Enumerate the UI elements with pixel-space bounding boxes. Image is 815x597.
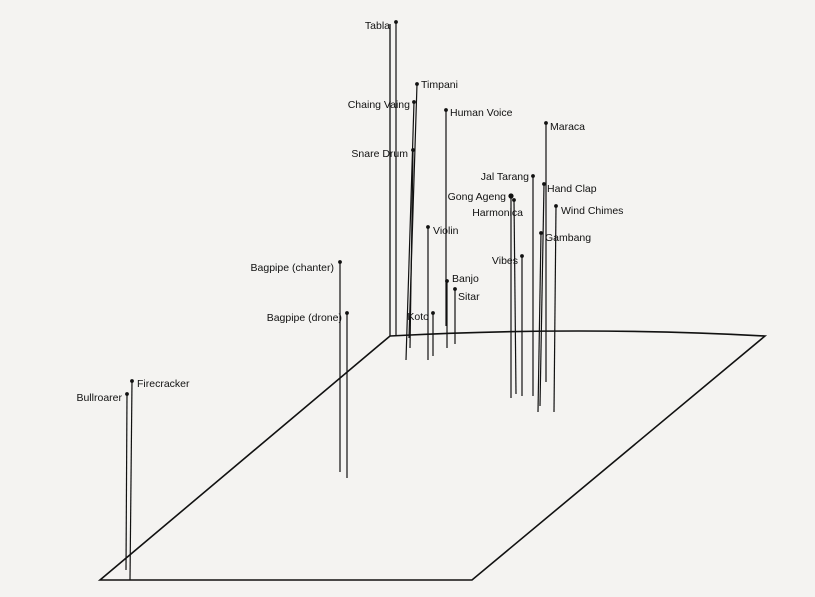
label-violin: Violin bbox=[433, 225, 459, 237]
point-sitar bbox=[453, 287, 457, 291]
point-banjo bbox=[445, 279, 449, 283]
label-jal-tarang: Jal Tarang bbox=[481, 171, 529, 183]
label-timpani: Timpani bbox=[421, 79, 458, 91]
point-human-voice bbox=[444, 108, 448, 112]
label-harmonica: Harmonica bbox=[472, 207, 523, 219]
point-timpani bbox=[415, 82, 419, 86]
label-hand-clap: Hand Clap bbox=[547, 183, 597, 195]
base-plane-layer bbox=[97, 330, 768, 581]
label-sitar: Sitar bbox=[458, 291, 480, 303]
stem-chaing-vaing bbox=[405, 101, 415, 361]
stem-snare-drum bbox=[409, 149, 414, 349]
point-koto bbox=[431, 311, 435, 315]
label-tabla: Tabla bbox=[365, 20, 390, 32]
label-firecracker: Firecracker bbox=[137, 378, 190, 390]
point-wind-chimes bbox=[554, 204, 558, 208]
point-hand-clap bbox=[542, 182, 546, 186]
label-wind-chimes: Wind Chimes bbox=[561, 205, 623, 217]
stem-gambang bbox=[537, 232, 542, 413]
label-koto: Koto bbox=[407, 311, 429, 323]
base-plane bbox=[97, 330, 768, 581]
point-bagpipe-drone bbox=[345, 311, 349, 315]
stem-firecracker bbox=[129, 380, 133, 581]
label-bagpipe-drone: Bagpipe (drone) bbox=[267, 312, 342, 324]
stem-hand-clap bbox=[539, 183, 545, 407]
point-gambang bbox=[539, 231, 543, 235]
label-bagpipe-chanter: Bagpipe (chanter) bbox=[251, 262, 334, 274]
label-maraca: Maraca bbox=[550, 121, 585, 133]
label-chaing-vaing: Chaing Vaing bbox=[348, 99, 410, 111]
stem-wind-chimes bbox=[553, 205, 557, 413]
point-violin bbox=[426, 225, 430, 229]
label-gong-ageng: Gong Ageng bbox=[448, 191, 507, 203]
point-vibes bbox=[520, 254, 524, 258]
label-snare-drum: Snare Drum bbox=[351, 148, 408, 160]
point-tabla bbox=[394, 20, 398, 24]
point-maraca bbox=[544, 121, 548, 125]
point-gong-ageng bbox=[508, 193, 514, 199]
point-chaing-vaing bbox=[412, 100, 416, 104]
label-vibes: Vibes bbox=[492, 255, 518, 267]
stem-harmonica bbox=[513, 199, 517, 395]
point-bagpipe-chanter bbox=[338, 260, 342, 264]
label-bullroarer: Bullroarer bbox=[76, 392, 122, 404]
point-snare-drum bbox=[411, 148, 415, 152]
point-jal-tarang bbox=[531, 174, 535, 178]
point-harmonica bbox=[512, 198, 516, 202]
label-gambang: Gambang bbox=[545, 232, 591, 244]
label-human-voice: Human Voice bbox=[450, 107, 513, 119]
stems-layer bbox=[125, 20, 558, 581]
label-banjo: Banjo bbox=[452, 273, 479, 285]
point-firecracker bbox=[130, 379, 134, 383]
point-bullroarer bbox=[125, 392, 129, 396]
stem-bullroarer bbox=[125, 393, 128, 571]
